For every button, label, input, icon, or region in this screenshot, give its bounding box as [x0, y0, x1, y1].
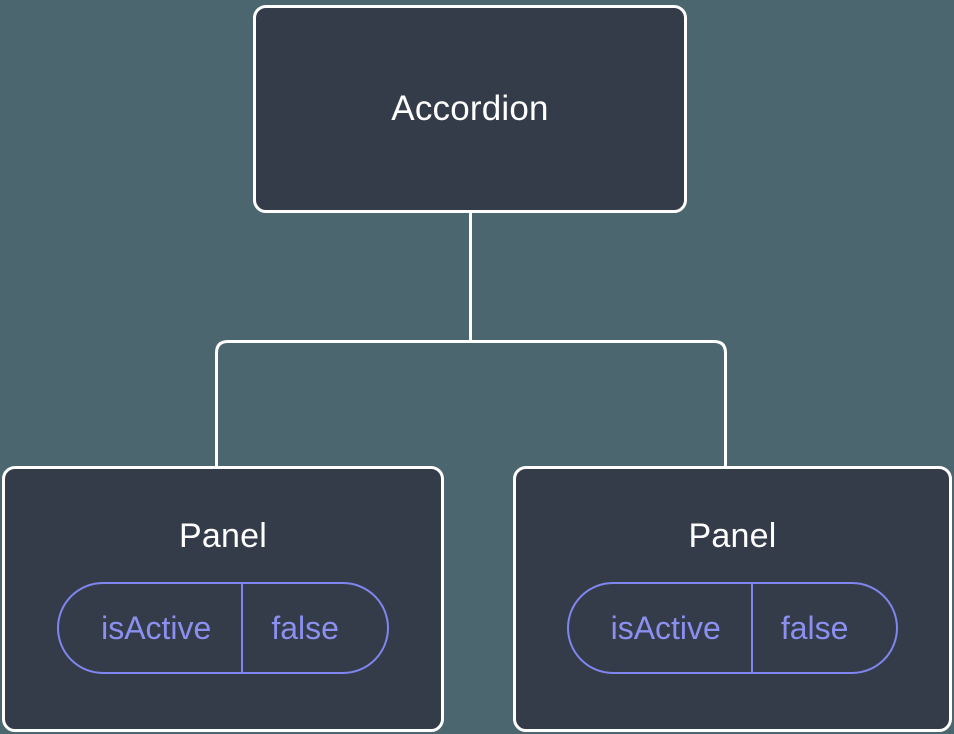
- prop-value-label: false: [750, 584, 897, 673]
- prop-value-label: false: [241, 584, 387, 673]
- node-panel-2-title: Panel: [688, 517, 777, 555]
- prop-pill-isactive[interactable]: isActive false: [566, 582, 899, 675]
- node-panel-1-props: isActive false: [57, 582, 389, 675]
- node-panel-1[interactable]: Panel isActive false: [2, 466, 444, 732]
- node-panel-2[interactable]: Panel isActive false: [513, 466, 952, 732]
- prop-key-label: isActive: [610, 610, 721, 647]
- edge-branch-bar: [215, 340, 727, 467]
- prop-key-label: isActive: [101, 610, 212, 647]
- node-panel-2-props: isActive false: [566, 582, 899, 675]
- node-panel-1-title: Panel: [179, 517, 267, 555]
- node-accordion[interactable]: Accordion: [253, 5, 687, 213]
- node-accordion-title: Accordion: [391, 88, 549, 128]
- prop-pill-isactive[interactable]: isActive false: [57, 582, 389, 675]
